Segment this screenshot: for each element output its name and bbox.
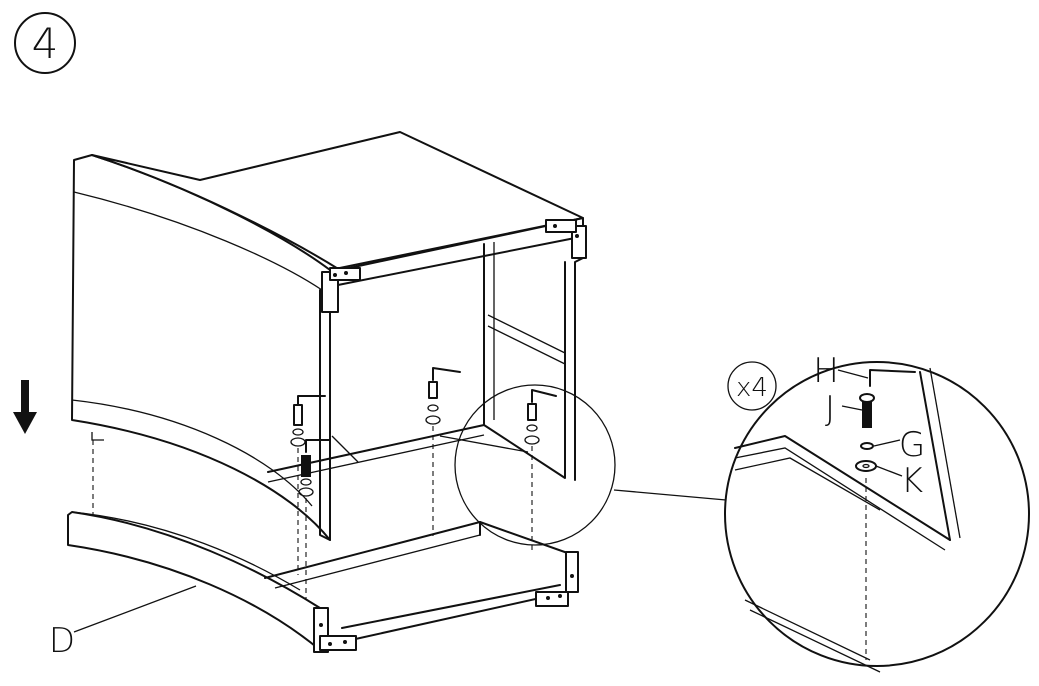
hardware-stack-3 bbox=[425, 367, 461, 425]
step-badge: 4 bbox=[14, 12, 76, 74]
down-arrow-icon bbox=[13, 380, 37, 434]
step-number: 4 bbox=[32, 19, 59, 68]
part-label-j: J bbox=[825, 389, 835, 429]
zoom-callout: x4 H J G K bbox=[454, 351, 1030, 673]
part-label-g: G bbox=[899, 425, 925, 465]
quantity-label: x4 bbox=[736, 373, 768, 403]
hardware-stack-1 bbox=[290, 395, 326, 447]
base-panel-label: D bbox=[49, 585, 197, 661]
hardware-stack-2 bbox=[298, 439, 331, 497]
base-panel bbox=[67, 511, 579, 653]
cabinet-body bbox=[71, 131, 587, 541]
part-label-h: H bbox=[813, 351, 839, 391]
alignment-guides bbox=[92, 426, 533, 612]
part-label-d: D bbox=[49, 621, 75, 661]
part-label-k: K bbox=[901, 461, 923, 501]
hardware-stack-4 bbox=[524, 389, 557, 445]
